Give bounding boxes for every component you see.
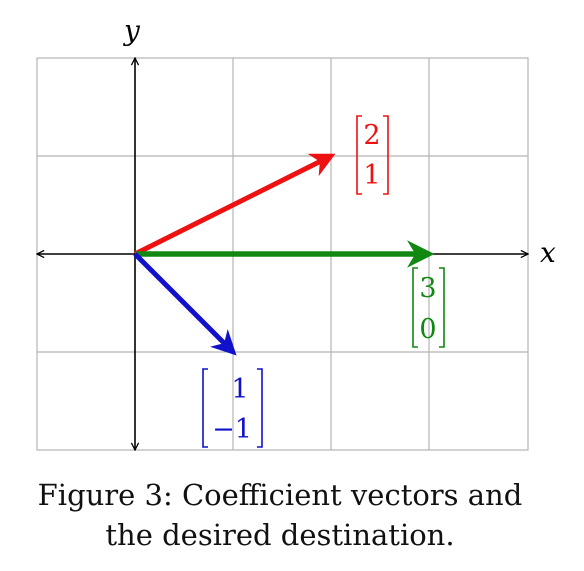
blue-vector-bottom: −1 [212,414,252,445]
caption-line-1: Figure 3: Coefficient vectors and [38,478,523,512]
green-vector-label: 3 0 [412,267,445,348]
red-vector-top: 2 [363,120,380,151]
blue-vector-top: 1 [231,374,248,405]
red-vector-bottom: 1 [363,160,380,191]
y-axis-label: y [122,14,141,47]
green-vector-bottom: 0 [419,314,436,345]
grid [36,57,529,451]
x-axis-label: x [540,236,556,269]
caption-line-2: the desired destination. [105,518,454,552]
blue-vector-arrow [133,252,237,356]
green-vector-top: 3 [419,273,436,304]
blue-vector-label: 1 −1 [202,368,263,448]
red-vector-label: 2 1 [356,115,389,195]
red-vector-arrow [133,153,336,257]
